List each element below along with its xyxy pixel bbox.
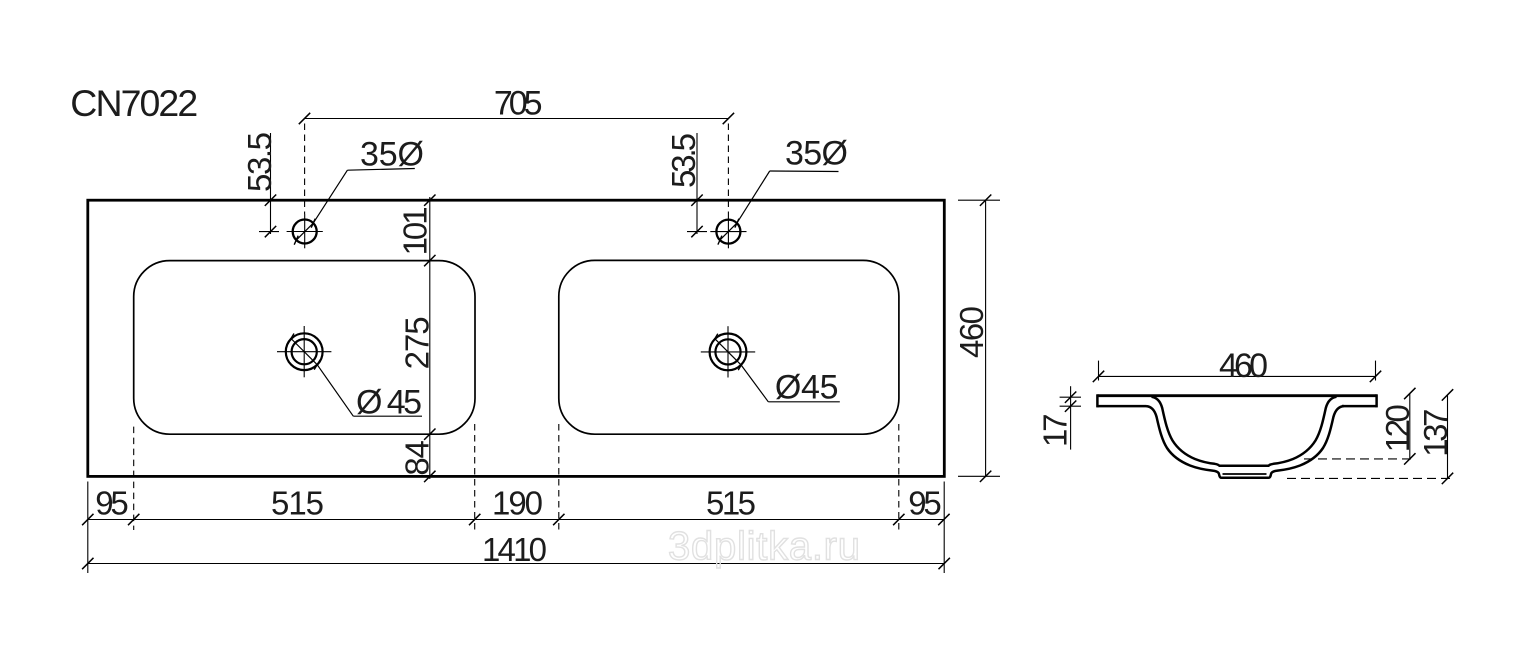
svg-text:515: 515 <box>271 485 324 522</box>
svg-text:84: 84 <box>399 440 436 476</box>
svg-text:515: 515 <box>706 485 756 522</box>
svg-text:137: 137 <box>1417 409 1454 457</box>
svg-text:Ø45: Ø45 <box>775 369 839 407</box>
svg-text:460: 460 <box>953 306 990 358</box>
svg-text:95: 95 <box>908 485 942 522</box>
svg-text:460: 460 <box>1219 347 1268 385</box>
svg-text:Ø 45: Ø 45 <box>356 384 422 422</box>
svg-text:53.5: 53.5 <box>241 132 278 192</box>
svg-text:35Ø: 35Ø <box>785 135 848 173</box>
svg-text:101: 101 <box>397 206 434 255</box>
svg-text:35Ø: 35Ø <box>360 136 424 174</box>
svg-text:3dplitka.ru: 3dplitka.ru <box>668 525 860 569</box>
svg-text:120: 120 <box>1379 404 1416 452</box>
svg-text:CN7022: CN7022 <box>70 82 197 124</box>
svg-text:705: 705 <box>494 84 543 122</box>
svg-text:53.5: 53.5 <box>665 133 702 188</box>
svg-text:95: 95 <box>95 485 129 522</box>
svg-text:190: 190 <box>492 485 543 522</box>
svg-text:1410: 1410 <box>482 531 547 568</box>
svg-text:17: 17 <box>1037 414 1074 448</box>
svg-text:275: 275 <box>399 316 436 369</box>
